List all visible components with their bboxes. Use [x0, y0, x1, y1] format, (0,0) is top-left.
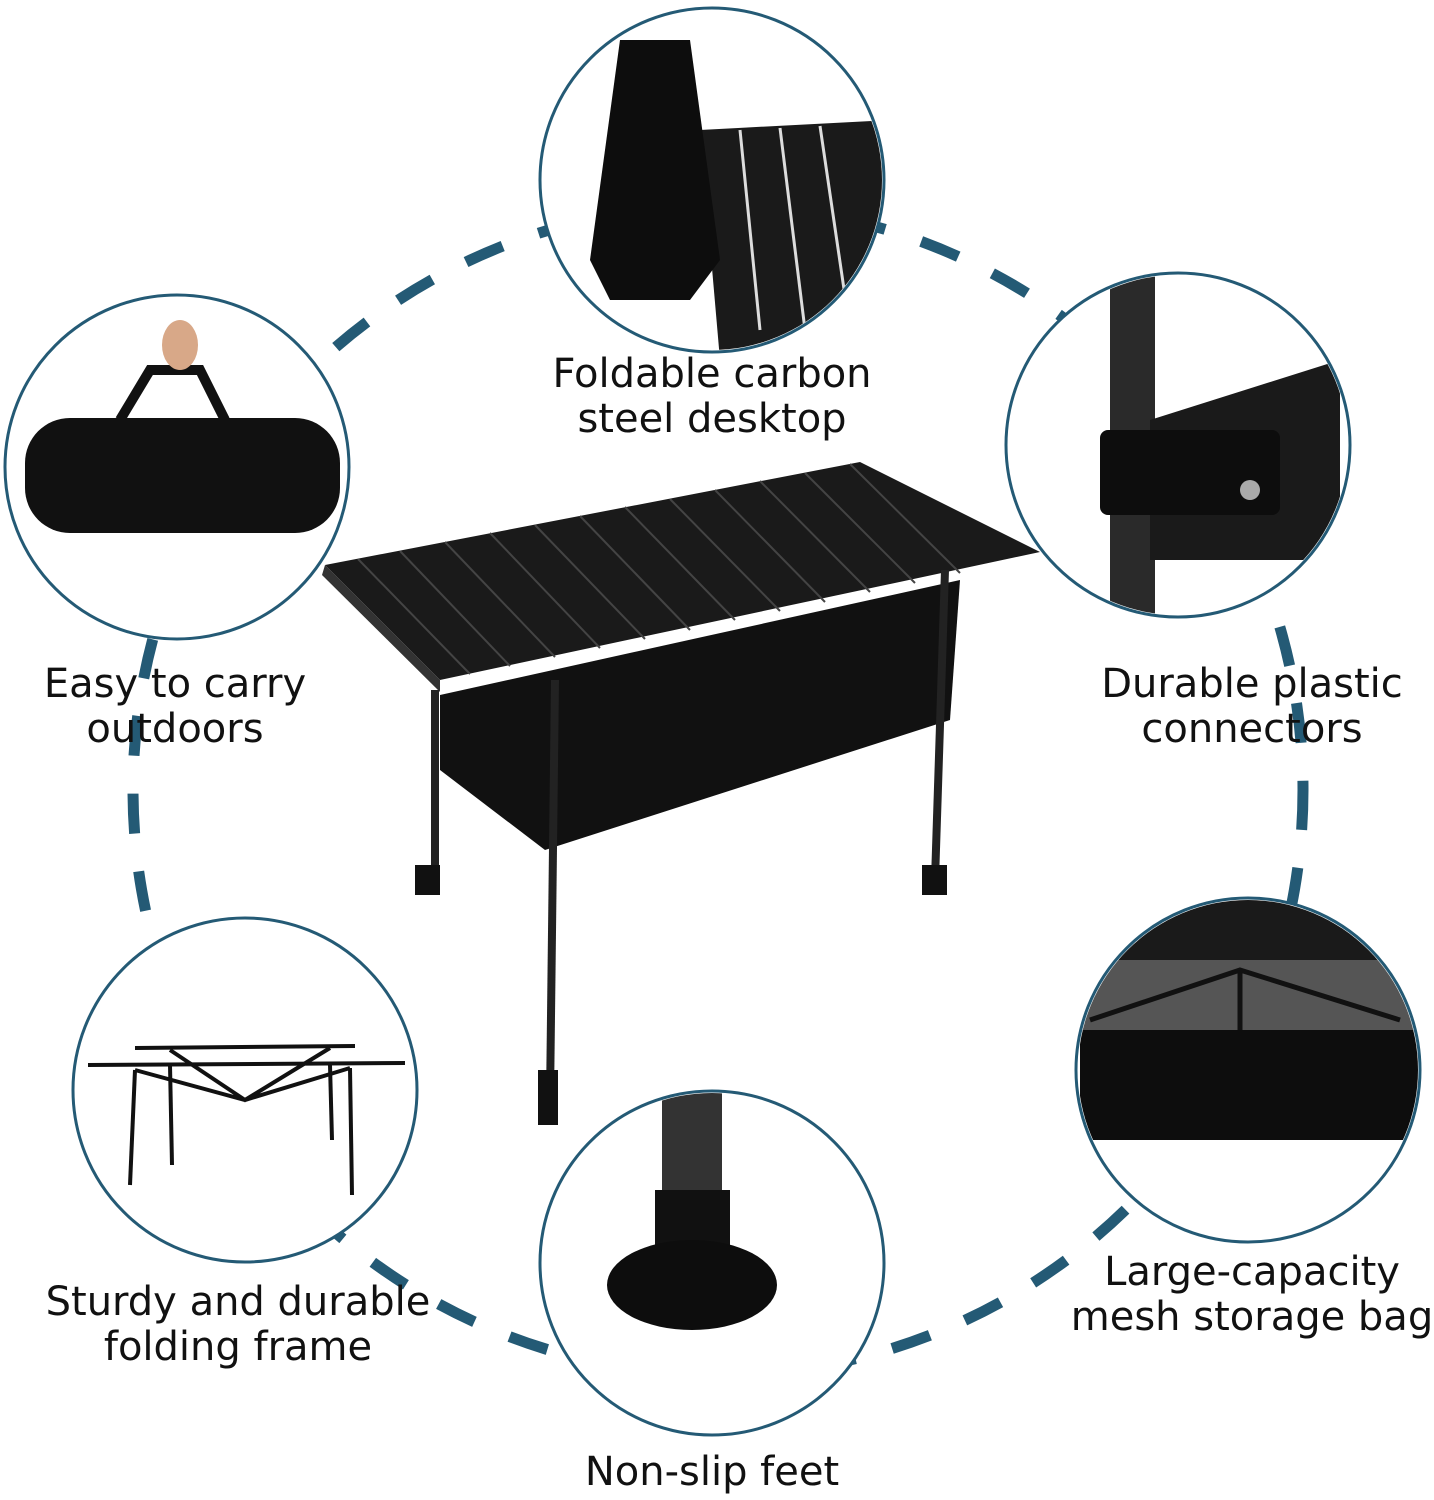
- detail-circle-frame: [71, 916, 419, 1264]
- label-line: Sturdy and durable: [45, 1279, 431, 1325]
- feature-label-bag: Large-capacity mesh storage bag: [1052, 1250, 1434, 1340]
- folding-table-product-image: [322, 462, 1040, 1125]
- feature-label-frame: Sturdy and durable folding frame: [38, 1280, 438, 1370]
- label-line: Foldable carbon: [552, 351, 872, 397]
- feature-label-carry: Easy to carry outdoors: [0, 662, 375, 752]
- foot-pad-icon: [607, 1093, 777, 1330]
- label-line: mesh storage bag: [1070, 1294, 1434, 1340]
- feature-label-connectors: Durable plastic connectors: [1052, 662, 1434, 752]
- label-line: folding frame: [103, 1324, 373, 1370]
- folding-frame-icon: [87, 1044, 406, 1196]
- label-line: outdoors: [86, 706, 264, 752]
- label-line: Easy to carry: [43, 661, 307, 707]
- label-line: Non-slip feet: [584, 1449, 840, 1495]
- mesh-bag-icon: [1080, 900, 1418, 1140]
- feature-label-desktop: Foldable carbon steel desktop: [512, 352, 912, 442]
- label-line: steel desktop: [577, 396, 847, 442]
- label-line: connectors: [1141, 706, 1363, 752]
- plastic-connector-icon: [1100, 275, 1340, 615]
- feature-label-feet: Non-slip feet: [512, 1450, 912, 1495]
- label-line: Large-capacity: [1104, 1249, 1400, 1295]
- label-line: Durable plastic: [1101, 661, 1403, 707]
- carry-bag-icon: [25, 320, 340, 533]
